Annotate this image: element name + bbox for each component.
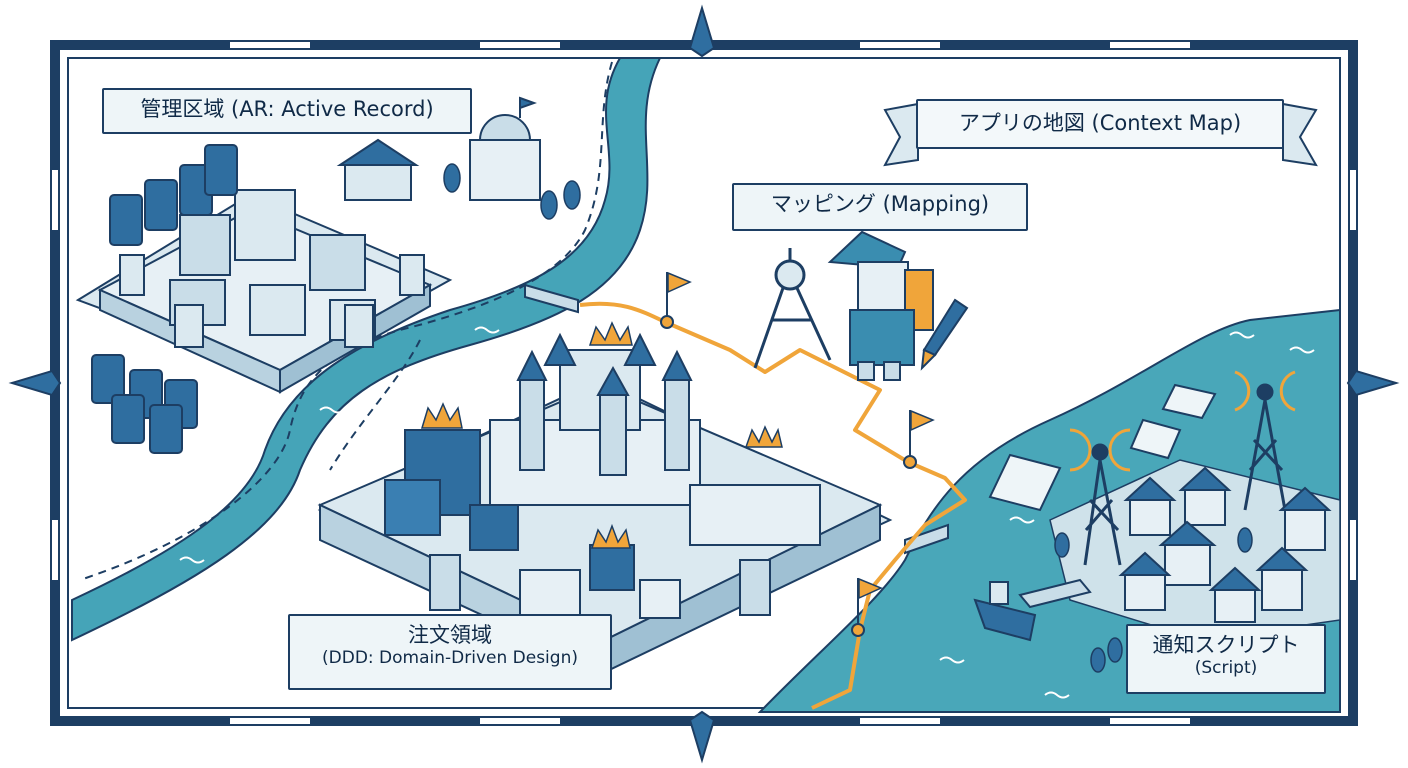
order-region-label-line2: (DDD: Domain-Driven Design) [322, 648, 578, 669]
pier-boat [973, 578, 1092, 642]
radio-tower-icon [1069, 370, 1296, 566]
order-region-label: 注文領域 (DDD: Domain-Driven Design) [288, 614, 612, 690]
flag-icon [660, 271, 935, 637]
dashed-road [79, 61, 613, 581]
river-upper [71, 57, 662, 642]
database-icon [91, 144, 238, 454]
bridge [524, 283, 949, 555]
map-title: アプリの地図 (Context Map) [916, 99, 1284, 149]
drafting-compass-icon [753, 248, 832, 369]
ar-region-label: 管理区域 (AR: Active Record) [102, 88, 472, 134]
cartographer-figure [827, 230, 934, 381]
ar-region-label-text: 管理区域 (AR: Active Record) [140, 97, 434, 121]
notify-region-label-line1: 通知スクリプト [1152, 633, 1300, 657]
notify-region-label: 通知スクリプト (Script) [1126, 624, 1326, 694]
dashed-road-lower [329, 339, 421, 471]
mapping-label-text: マッピング (Mapping) [770, 192, 990, 216]
scroll-icon [988, 383, 1217, 512]
crown-icon [420, 321, 783, 549]
order-region-label-line1: 注文領域 [408, 623, 492, 647]
title-ribbon [883, 102, 1318, 167]
ar-city [97, 189, 433, 394]
water-ripples [179, 326, 1315, 699]
notify-town [1118, 466, 1332, 623]
notify-region-label-line2: (Script) [1194, 658, 1258, 679]
pencil-icon [920, 298, 969, 371]
mapping-route [579, 301, 967, 710]
tree-icons [443, 163, 1253, 673]
civic-buildings [336, 96, 541, 201]
map-title-text: アプリの地図 (Context Map) [958, 111, 1242, 135]
compass-rose-icon [8, 4, 1400, 764]
mapping-label: マッピング (Mapping) [732, 183, 1028, 231]
